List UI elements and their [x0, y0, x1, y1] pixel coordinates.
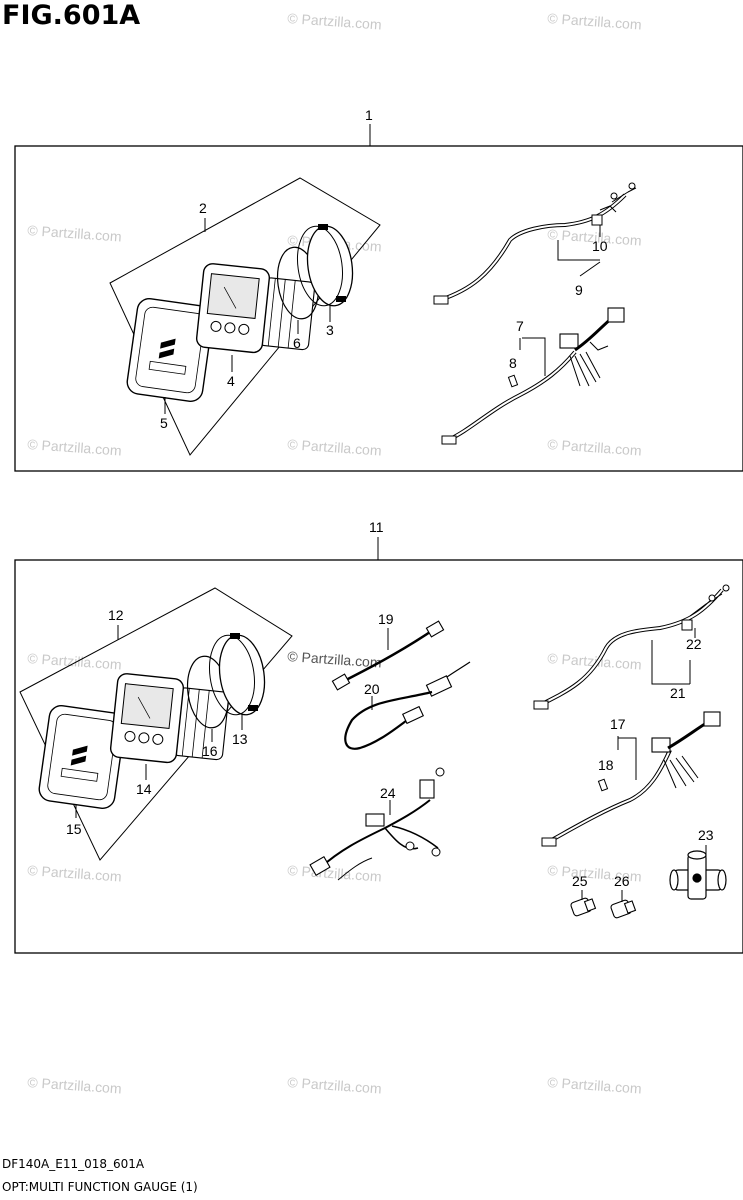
gauge-body	[195, 263, 316, 354]
diagram-description: OPT:MULTI FUNCTION GAUGE (1)	[2, 1180, 198, 1194]
group-frame-11	[14, 559, 743, 954]
callout-18: 18	[598, 757, 614, 773]
callout-21: 21	[670, 685, 686, 701]
harness-17	[541, 711, 721, 847]
cable-20	[344, 661, 471, 750]
gauge-body	[109, 673, 230, 764]
callout-2: 2	[199, 200, 207, 216]
kit-group-11: 11 12 13 14 15 16 17 18 19 20 21 22 23 2…	[14, 519, 743, 954]
callout-15: 15	[66, 821, 82, 837]
t-connector	[669, 850, 727, 900]
harness-9	[433, 182, 637, 305]
callout-12: 12	[108, 607, 124, 623]
kit-group-1: 1 2 3 4 5 6 7 8 9 10	[14, 107, 743, 472]
callout-22: 22	[686, 636, 702, 652]
bracket-17	[618, 737, 637, 780]
harness-7	[441, 307, 625, 445]
callout-20: 20	[364, 681, 380, 697]
bracket-21	[651, 640, 690, 685]
bracket-9	[557, 240, 600, 261]
callout-16: 16	[202, 743, 218, 759]
clip-8	[507, 374, 519, 388]
callout-23: 23	[698, 827, 714, 843]
callout-3: 3	[326, 322, 334, 338]
callout-7: 7	[516, 318, 524, 334]
leader-9	[579, 261, 601, 277]
figure-title: FIG.601A	[2, 0, 141, 31]
callout-6: 6	[293, 335, 301, 351]
cable-19	[331, 620, 445, 691]
clip-18	[597, 778, 609, 792]
callout-25: 25	[572, 873, 588, 889]
callout-17: 17	[610, 716, 626, 732]
diagram-code: DF140A_E11_018_601A	[2, 1157, 145, 1171]
group-frame-1	[14, 145, 743, 472]
gauge-nut	[297, 224, 354, 307]
callout-9: 9	[575, 282, 583, 298]
callout-1: 1	[365, 107, 373, 123]
callout-4: 4	[227, 373, 235, 389]
bracket-7	[522, 337, 546, 376]
callout-8: 8	[509, 355, 517, 371]
cap-26	[610, 899, 637, 919]
callout-13: 13	[232, 731, 248, 747]
gauge-cover	[126, 298, 214, 402]
callout-11: 11	[369, 519, 384, 535]
gauge-nut	[209, 633, 266, 716]
callout-5: 5	[160, 415, 168, 431]
harness-24	[309, 767, 445, 881]
callout-14: 14	[136, 781, 152, 797]
cap-25	[570, 897, 597, 917]
callout-24: 24	[380, 785, 396, 801]
gauge-cover	[38, 705, 126, 809]
callout-10: 10	[592, 238, 608, 254]
harness-21	[533, 584, 730, 710]
callout-26: 26	[614, 873, 630, 889]
callout-19: 19	[378, 611, 394, 627]
